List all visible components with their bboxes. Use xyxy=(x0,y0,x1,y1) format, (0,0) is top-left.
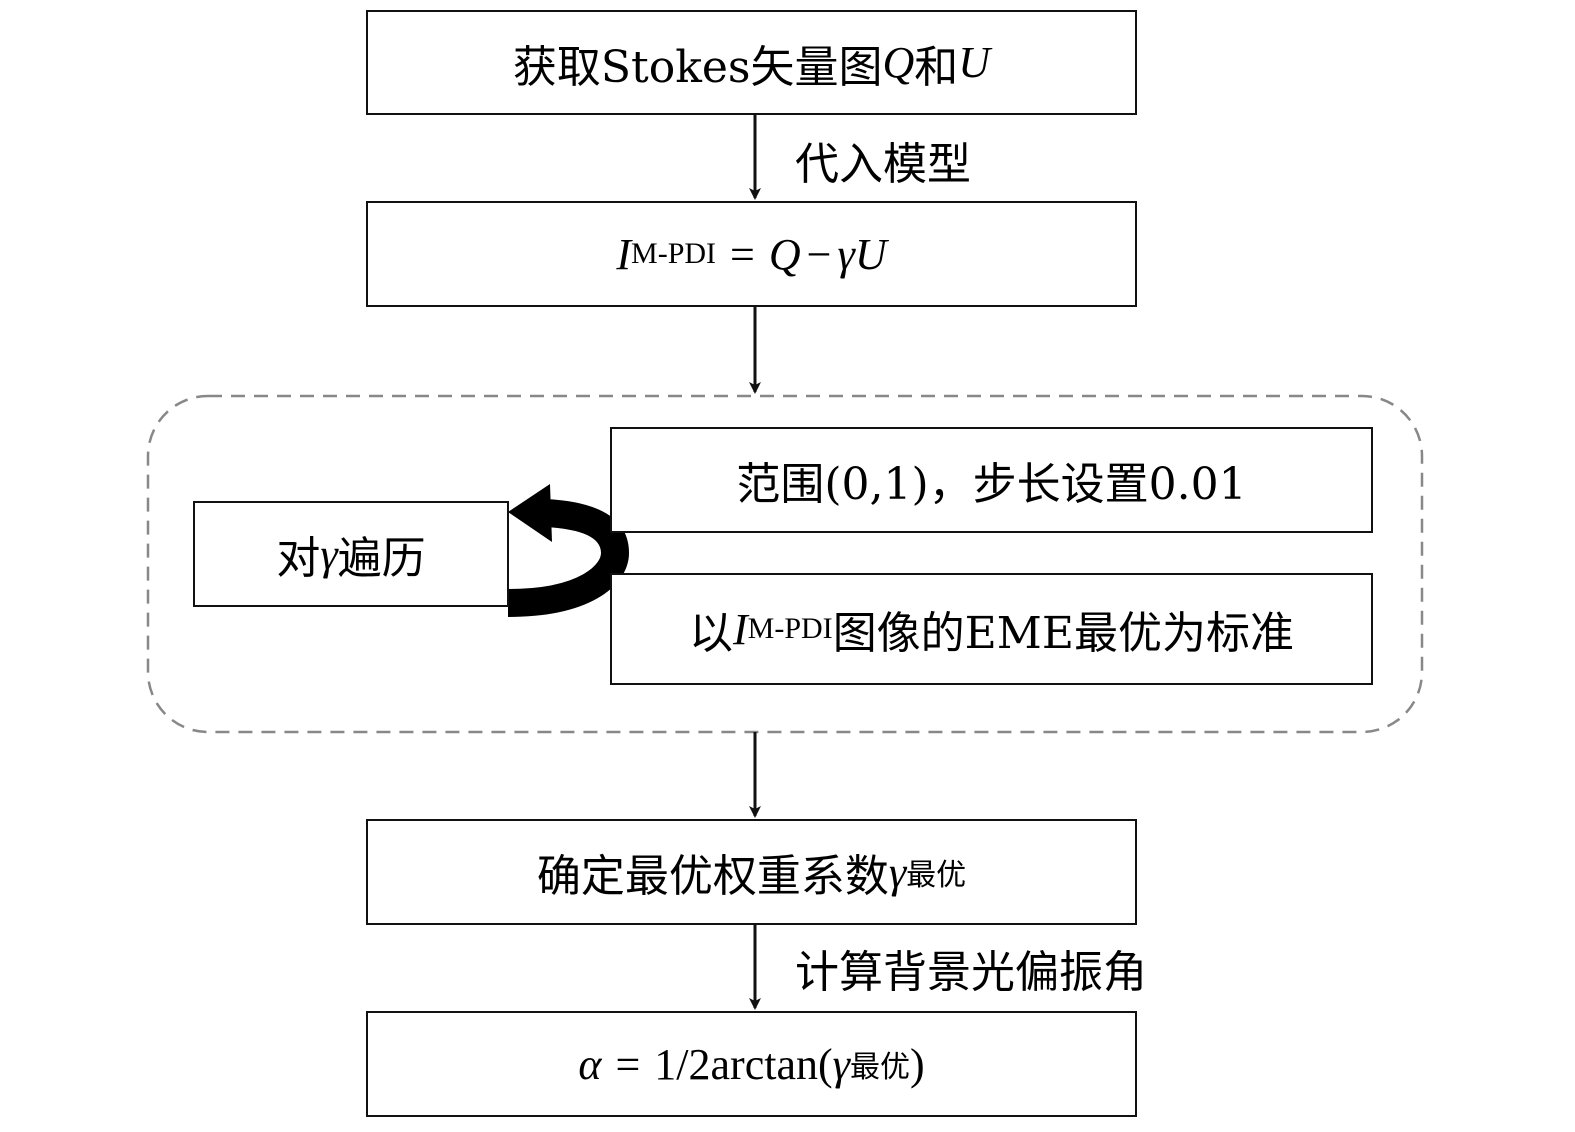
step4-gamma-subscript: 最优 xyxy=(906,859,967,892)
step5-gamma-subscript: 最优 xyxy=(849,1051,910,1084)
loop-arrowhead xyxy=(508,484,552,542)
step-model-formula: I M-PDI = Q − γ U xyxy=(366,201,1137,307)
step5-expression: 1/2arctan( xyxy=(654,1039,833,1089)
step-range-setting: 范围(0,1)，步长设置0.01 xyxy=(610,427,1373,533)
step5-alpha-var: α xyxy=(578,1039,602,1089)
traverse-prefix: 对 xyxy=(276,533,321,584)
step2-gamma-var: γ xyxy=(837,229,855,279)
traverse-suffix: 遍历 xyxy=(337,533,426,584)
step-traverse-gamma: 对 γ 遍历 xyxy=(193,501,509,607)
step5-gamma-var: γ xyxy=(832,1039,850,1089)
step2-q-var: Q xyxy=(768,229,801,279)
step2-i-subscript: M-PDI xyxy=(631,237,717,270)
step1-q-var: Q xyxy=(882,38,915,87)
step1-u-var: U xyxy=(958,38,991,87)
step5-close-paren: ) xyxy=(909,1039,925,1089)
loop-curve-arrow xyxy=(507,499,630,617)
step2-equals: = xyxy=(730,229,755,279)
step1-prefix: 获取Stokes矢量图 xyxy=(512,41,883,93)
step2-i-var: I xyxy=(616,229,632,279)
loop-container xyxy=(146,394,1424,734)
criterion-suffix: 图像的EME最优为标准 xyxy=(832,608,1294,659)
range-text: 范围(0,1)，步长设置0.01 xyxy=(736,459,1247,510)
step5-equals: = xyxy=(615,1039,641,1089)
criterion-prefix: 以 xyxy=(689,608,734,659)
step2-u-var: U xyxy=(854,229,887,279)
step-acquire-stokes: 获取Stokes矢量图 Q 和 U xyxy=(366,10,1137,115)
step4-text: 确定最优权重系数 xyxy=(536,851,889,902)
step-polarization-angle-formula: α = 1/2arctan( γ 最优 ) xyxy=(366,1011,1137,1117)
edge-label-substitute-model: 代入模型 xyxy=(795,139,971,190)
step-eme-criterion: 以 I M-PDI 图像的EME最优为标准 xyxy=(610,573,1373,685)
step1-and: 和 xyxy=(914,41,959,93)
edge-label-compute-angle: 计算背景光偏振角 xyxy=(795,947,1147,998)
step4-gamma-var: γ xyxy=(888,847,907,897)
traverse-gamma-var: γ xyxy=(320,529,338,579)
step-determine-optimal-weight: 确定最优权重系数 γ 最优 xyxy=(366,819,1137,925)
step2-minus: − xyxy=(806,229,832,279)
criterion-i-var: I xyxy=(733,604,748,654)
criterion-i-subscript: M-PDI xyxy=(747,612,833,645)
